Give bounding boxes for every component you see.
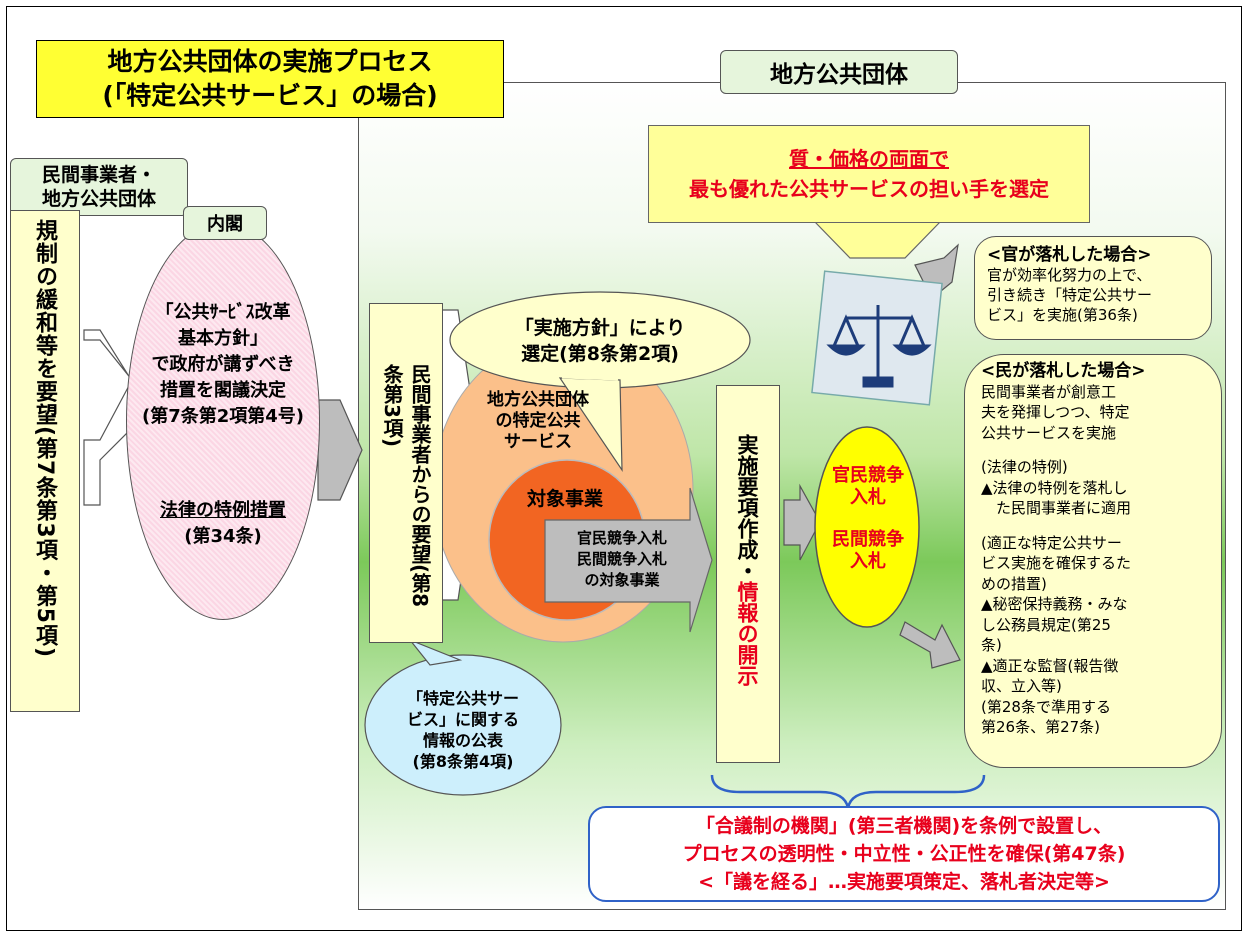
cabinet-text: 「公共ｻｰﾋﾞｽ改革 基本方針」 で政府が講ずべき 措置を閣議決定 (第7条第2… [126, 300, 320, 430]
local-government-label: 地方公共団体 [720, 50, 958, 94]
council-box: 「合議制の機関」(第三者機関)を条例で設置し、 プロセスの透明性・中立性・公正性… [588, 806, 1220, 902]
page-title-line1: 地方公共団体の実施プロセス [107, 47, 433, 76]
private-wins-line: (法律の特例) [981, 458, 1068, 476]
special-measures-text: 法律の特例措置 (第34条) [126, 498, 320, 550]
cabinet-to-local-arrow [317, 399, 363, 501]
cabinet-label: 内閣 [183, 206, 267, 240]
private-wins-line: ▲適正な監督(報告徴 [981, 656, 1119, 675]
private-local-label-line2: 地方公共団体 [41, 188, 156, 210]
private-wins-line: (第28条で準用する [981, 697, 1111, 716]
selection-callout-text: 「実施方針」により 選定(第8条第2項) [480, 315, 720, 367]
info-publish-text: 「特定公共サー ビス」に関する 情報の公表 (第8条第4項) [370, 688, 556, 772]
best-selection-line2: 最も優れた公共サービスの担い手を選定 [689, 177, 1049, 201]
request-to-cabinet-arrow [83, 329, 151, 506]
info-publish-line4: (第8条第4項) [412, 752, 514, 771]
private-wins-line: ▲法律の特例を落札し [981, 478, 1128, 497]
bidding-arrow-line3: の対象事業 [584, 571, 660, 589]
private-wins-line: (適正な特定公共サー [981, 533, 1122, 552]
gov-wins-title: <官が落札した場合> [987, 245, 1152, 265]
council-line3: <「議を経る」…実施要項策定、落札者決定等> [698, 871, 1110, 893]
private-wins-line: た民間事業者に適用 [981, 499, 1132, 517]
private-request-text: 民間事業者からの要望(第8条第3項) [380, 364, 432, 608]
private-request-bar: 民間事業者からの要望(第8条第3項) [369, 303, 443, 643]
guideline-text: 実施要項作成・情報の開示 [727, 434, 767, 686]
bidding-circle-line2: 入札 [850, 487, 886, 508]
private-local-label-line1: 民間事業者・ [41, 164, 156, 186]
cabinet-line5: (第7条第2項第4号) [141, 406, 305, 427]
private-wins-line: し公務員規定(第25 [981, 615, 1111, 634]
guideline-text-red: 情報の開示 [735, 581, 759, 686]
cabinet-line4: 措置を閣議決定 [160, 380, 286, 401]
bidding-arrow-line1: 官民競争入札 [576, 529, 667, 547]
service-circle-line2: の特定公共 [495, 411, 581, 431]
private-wins-spacer [981, 443, 1205, 457]
request-bar-text: 規制の緩和等を要望(第7条第3項・第5項) [32, 219, 57, 659]
info-publish-line3: 情報の公表 [422, 731, 503, 750]
private-wins-title: <民が落札した場合> [981, 361, 1146, 381]
council-bracket [710, 774, 986, 809]
council-line1: 「合議制の機関」(第三者機関)を条例で設置し、 [695, 815, 1113, 837]
bidding-circle [814, 426, 920, 628]
bidding-arrow-text: 官民競争入札 民間競争入札 の対象事業 [547, 528, 697, 591]
selection-callout-line1: 「実施方針」により [514, 317, 686, 339]
cabinet-line2: 基本方針」 [178, 328, 268, 349]
guideline-text-black: 実施要項作成・ [735, 434, 759, 581]
selection-down-arrow [813, 221, 942, 259]
service-circle-line3: サービス [504, 432, 572, 452]
info-publish-line2: ビス」に関する [406, 710, 519, 729]
page-title-line2: (「特定公共サービス」の場合) [102, 81, 438, 110]
private-wins-line: 条) [981, 636, 1002, 654]
private-wins-arrow [899, 621, 961, 669]
private-wins-spacer [981, 519, 1205, 533]
bidding-circle-line1: 官民競争 [832, 465, 904, 486]
private-wins-line: めの措置) [981, 574, 1047, 593]
target-business-label: 対象事業 [526, 488, 603, 510]
private-local-label: 民間事業者・ 地方公共団体 [10, 158, 188, 216]
gov-wins-line2: 引き続き「特定公共サー [987, 286, 1153, 304]
private-wins-line: 夫を発揮しつつ、特定 [981, 403, 1130, 421]
private-wins-line: 民間事業者が創意工 [981, 382, 1117, 401]
request-bar: 規制の緩和等を要望(第7条第3項・第5項) [10, 210, 80, 712]
private-wins-line: 第26条、第27条) [981, 718, 1101, 736]
gov-wins-line3: ビス」を実施(第36条) [987, 306, 1138, 324]
private-wins-line: ビス実施を確保するた [981, 554, 1132, 572]
bidding-circle-line3: 民間競争 [832, 529, 904, 550]
bidding-target-arrow [544, 487, 713, 633]
private-wins-box: <民が落札した場合> 民間事業者が創意工 夫を発揮しつつ、特定 公共サービスを実… [964, 354, 1222, 768]
info-publish-line1: 「特定公共サー [406, 689, 519, 708]
private-wins-line: 収、立入等) [981, 677, 1062, 695]
page-title: 地方公共団体の実施プロセス (「特定公共サービス」の場合) [36, 40, 504, 118]
scale-icon [826, 305, 932, 388]
service-circle-text: 地方公共団体 の特定公共 サービス [458, 390, 618, 453]
selection-callout-line2: 選定(第8条第2項) [521, 343, 679, 365]
council-line2: プロセスの透明性・中立性・公正性を確保(第47条) [682, 843, 1126, 865]
guideline-bar: 実施要項作成・情報の開示 [716, 385, 780, 763]
best-selection-line1: 質・価格の両面で [789, 147, 949, 171]
outer-frame [6, 6, 1242, 931]
service-circle-line1: 地方公共団体 [487, 390, 589, 410]
cabinet-line3: で政府が講ずべき [151, 354, 295, 375]
bidding-arrow-line2: 民間競争入札 [576, 550, 667, 568]
info-publish-bubble [364, 654, 562, 796]
gov-wins-line1: 官が効率化努力の上で、 [987, 266, 1152, 284]
private-wins-line: 公共サービスを実施 [981, 423, 1117, 442]
best-selection-box: 質・価格の両面で 最も優れた公共サービスの担い手を選定 [648, 125, 1090, 223]
special-measures-line2: (第34条) [184, 526, 262, 547]
guideline-to-bidding-arrow [783, 483, 821, 561]
cabinet-ellipse [126, 222, 320, 620]
cabinet-line1: 「公共ｻｰﾋﾞｽ改革 [155, 302, 291, 323]
bidding-circle-text: 官民競争 入札 民間競争 入札 [818, 465, 918, 573]
special-measures-line1: 法律の特例措置 [160, 500, 286, 521]
private-wins-line: ▲秘密保持義務・みな [981, 595, 1128, 613]
bidding-circle-line4: 入札 [850, 551, 886, 572]
gov-wins-box: <官が落札した場合> 官が効率化努力の上で、 引き続き「特定公共サー ビス」を実… [974, 236, 1212, 340]
